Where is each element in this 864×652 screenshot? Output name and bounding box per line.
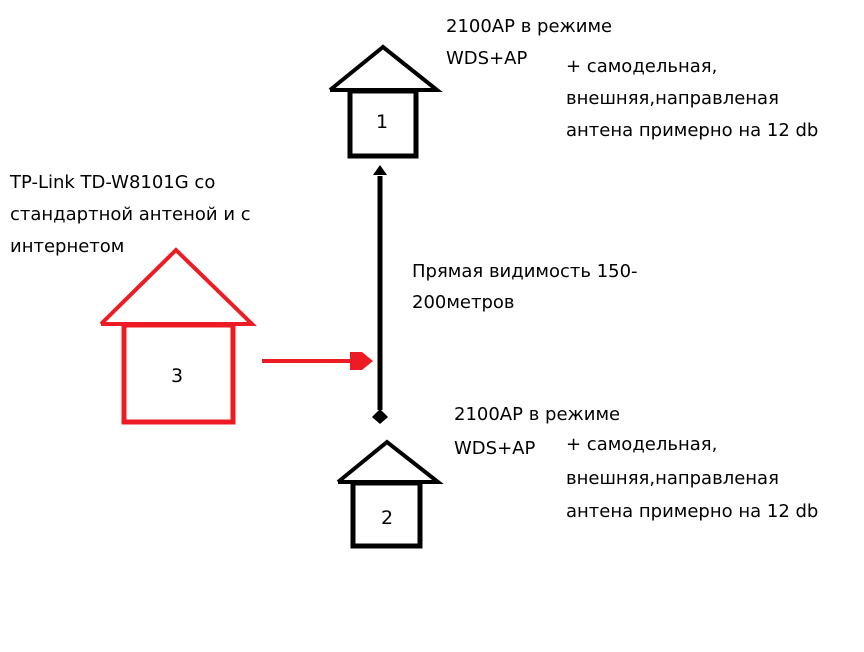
house-3-label-line-3: интернетом	[10, 236, 124, 257]
house-1-title-line-2: WDS+AP	[446, 48, 527, 69]
house-3-number: 3	[171, 365, 183, 387]
red-arrow	[262, 352, 373, 370]
arrow-down-icon	[372, 409, 388, 424]
house-3-body	[121, 322, 236, 425]
house-1-number: 1	[376, 111, 388, 133]
house-2-title-line-2: WDS+AP	[454, 438, 535, 459]
house-1-note-line-3: антена примерно на 12 db	[566, 120, 818, 141]
house-1-roof	[328, 44, 443, 92]
house-2: 2	[336, 439, 444, 549]
house-2-note-line-3: антена примерно на 12 db	[566, 501, 818, 522]
house-2-note-line-2: внешняя,направленая	[566, 468, 779, 489]
house-1-body	[347, 88, 419, 159]
link-label-line-2: 200метров	[412, 292, 515, 313]
house-1-note-line-2: внешняя,направленая	[566, 88, 779, 109]
house-3-label-line-1: TP-Link TD-W8101G со	[9, 172, 215, 193]
house-1-title-line-1: 2100AP в режиме	[446, 16, 612, 37]
house-3-roof	[99, 247, 257, 326]
arrow-right-icon	[350, 352, 373, 370]
house-3: 3	[99, 247, 257, 425]
link-line	[372, 165, 388, 424]
house-3-label-line-2: стандартной антеной и с	[10, 204, 251, 225]
house-2-note-line-1: + самодельная,	[566, 434, 717, 455]
house-1-note-line-1: + самодельная,	[566, 56, 717, 77]
house-2-title-line-1: 2100AP в режиме	[454, 404, 620, 425]
house-2-roof	[336, 439, 444, 484]
arrow-up-icon	[373, 165, 387, 175]
house-1: 1	[328, 44, 443, 159]
link-label-line-1: Прямая видимость 150-	[412, 261, 638, 282]
house-2-number: 2	[381, 507, 393, 529]
house-2-body	[350, 480, 423, 549]
